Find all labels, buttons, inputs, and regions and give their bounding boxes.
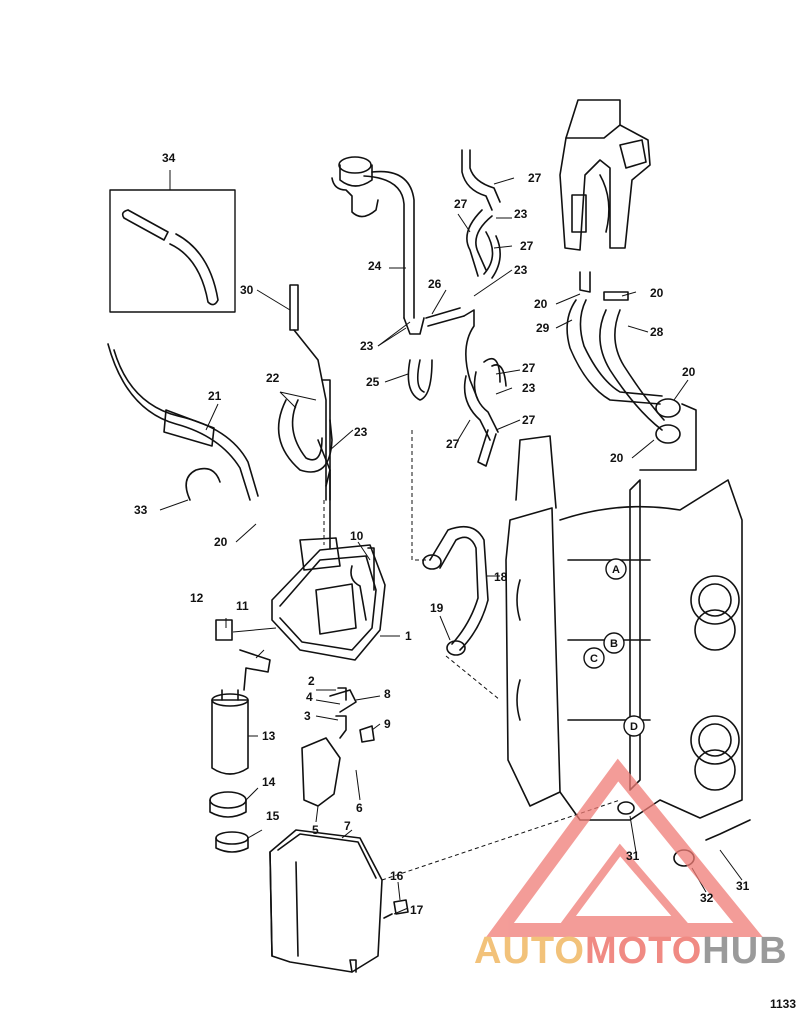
marker-c-label: C [590, 653, 598, 665]
callout-29: 29 [536, 321, 550, 335]
watermark-part-moto: MOTO [584, 930, 703, 972]
hose-18-19 [422, 525, 489, 656]
marker-a [605, 558, 627, 580]
callout-27c: 27 [520, 239, 534, 253]
callout-27e: 27 [522, 413, 536, 427]
callout-31a: 31 [626, 849, 640, 863]
marker-d-label: D [630, 721, 638, 733]
hose-30-22 [277, 284, 333, 501]
callout-33: 33 [134, 503, 148, 517]
callout-15: 15 [266, 809, 280, 823]
callout-7: 7 [344, 819, 351, 833]
fuel-filter-14 [209, 791, 247, 818]
callout-31b: 31 [736, 879, 750, 893]
callout-16: 16 [390, 869, 404, 883]
callout-23c: 23 [360, 339, 374, 353]
callout-21: 21 [208, 389, 222, 403]
inset-hose-34 [109, 189, 236, 313]
callout-3: 3 [304, 709, 311, 723]
callout-13: 13 [262, 729, 276, 743]
grommet-31-left [617, 801, 635, 815]
callout-30: 30 [240, 283, 254, 297]
part-16-17 [383, 899, 409, 919]
callout-18: 18 [494, 570, 508, 584]
part-5 [301, 737, 341, 807]
watermark-part-auto: AUTO [474, 930, 585, 972]
callout-5: 5 [312, 823, 319, 837]
callout-8: 8 [384, 687, 391, 701]
vapor-separator-tank [269, 829, 383, 973]
callout-24: 24 [368, 259, 382, 273]
figure-number: 1133 [769, 997, 796, 1011]
marker-a-label: A [612, 564, 620, 576]
part-10 [367, 547, 375, 591]
marker-c [583, 647, 605, 669]
callout-10: 10 [350, 529, 364, 543]
callout-20a: 20 [534, 297, 548, 311]
callout-4: 4 [306, 690, 313, 704]
retainer-15 [215, 831, 249, 853]
pressure-regulator [331, 156, 415, 319]
callout-22: 22 [266, 371, 280, 385]
callout-27f: 27 [446, 437, 460, 451]
callout-23a: 23 [514, 207, 528, 221]
callout-26: 26 [428, 277, 442, 291]
callout-20d: 20 [610, 451, 624, 465]
electric-fuel-pump [211, 619, 271, 775]
part-2-3-4 [335, 687, 347, 739]
callout-20e: 20 [214, 535, 228, 549]
callout-27b: 27 [454, 197, 468, 211]
fuel-rail-assembly [559, 99, 665, 431]
callout-14: 14 [262, 775, 276, 789]
marker-d [623, 715, 645, 737]
callout-11: 11 [236, 599, 249, 613]
clamps-20-right [639, 398, 697, 471]
callout-17: 17 [410, 903, 424, 917]
callout-1: 1 [405, 629, 412, 643]
callout-34: 34 [162, 151, 176, 165]
part-8 [329, 689, 357, 713]
callout-12: 12 [190, 591, 204, 605]
clip-33 [185, 467, 221, 501]
callout-19: 19 [430, 601, 444, 615]
callout-9: 9 [384, 717, 391, 731]
bolt-31-right [705, 819, 751, 841]
top-hoses [403, 149, 507, 467]
callout-28: 28 [650, 325, 664, 339]
watermark-logo [486, 758, 763, 937]
marker-b [603, 632, 625, 654]
watermark-part-hub: HUB [702, 930, 788, 972]
callout-2: 2 [308, 674, 315, 688]
intake-manifold [505, 435, 743, 821]
callout-20c: 20 [682, 365, 696, 379]
callout-27d: 27 [522, 361, 536, 375]
callout-23e: 23 [354, 425, 368, 439]
callout-25: 25 [366, 375, 380, 389]
callout-20b: 20 [650, 286, 664, 300]
circle-markers [583, 558, 645, 737]
callout-labels: 1 2 3 4 5 6 7 8 9 10 11 12 13 14 15 16 1… [134, 151, 750, 917]
callout-6: 6 [356, 801, 363, 815]
callout-23b: 23 [514, 263, 528, 277]
fuel-hose-21 [107, 343, 259, 501]
watermark-text: AUTOMOTOHUB [474, 930, 788, 973]
callout-27a: 27 [528, 171, 542, 185]
marker-b-label: B [610, 638, 618, 650]
part-9 [359, 725, 375, 743]
callout-32: 32 [700, 891, 714, 905]
fuel-pump-assembly [271, 469, 386, 661]
callout-23d: 23 [522, 381, 536, 395]
